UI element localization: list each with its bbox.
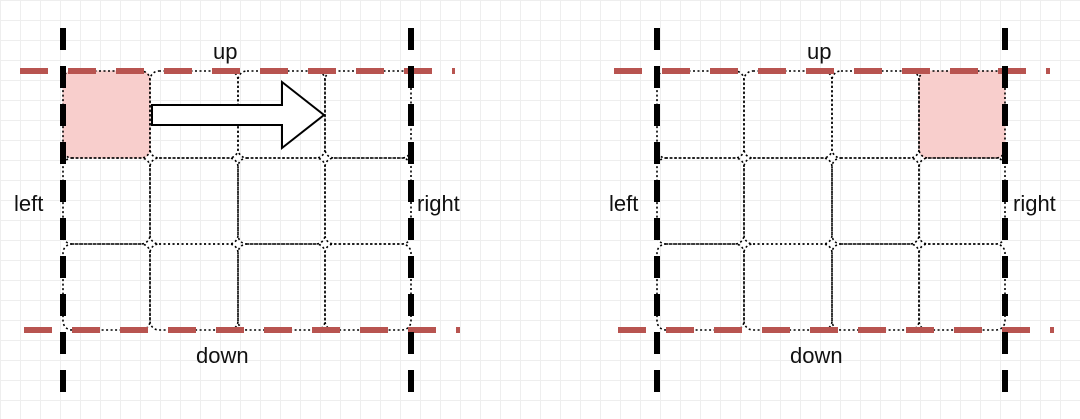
panel-right: up down left right bbox=[540, 0, 1080, 419]
label-up: up bbox=[807, 39, 832, 64]
label-right: right bbox=[1013, 191, 1056, 216]
label-right: right bbox=[417, 191, 460, 216]
diagram-grid-2 bbox=[614, 28, 1054, 398]
label-left: left bbox=[14, 191, 44, 216]
label-left: left bbox=[609, 191, 639, 216]
highlight-cell bbox=[918, 70, 1006, 159]
diagram-grid-1 bbox=[20, 28, 460, 398]
label-down: down bbox=[790, 343, 843, 368]
panel-left: up down left right bbox=[14, 28, 460, 398]
highlight-cell bbox=[62, 70, 151, 159]
right-arrow-icon bbox=[151, 79, 326, 151]
label-down: down bbox=[196, 343, 249, 368]
label-up: up bbox=[213, 39, 238, 64]
